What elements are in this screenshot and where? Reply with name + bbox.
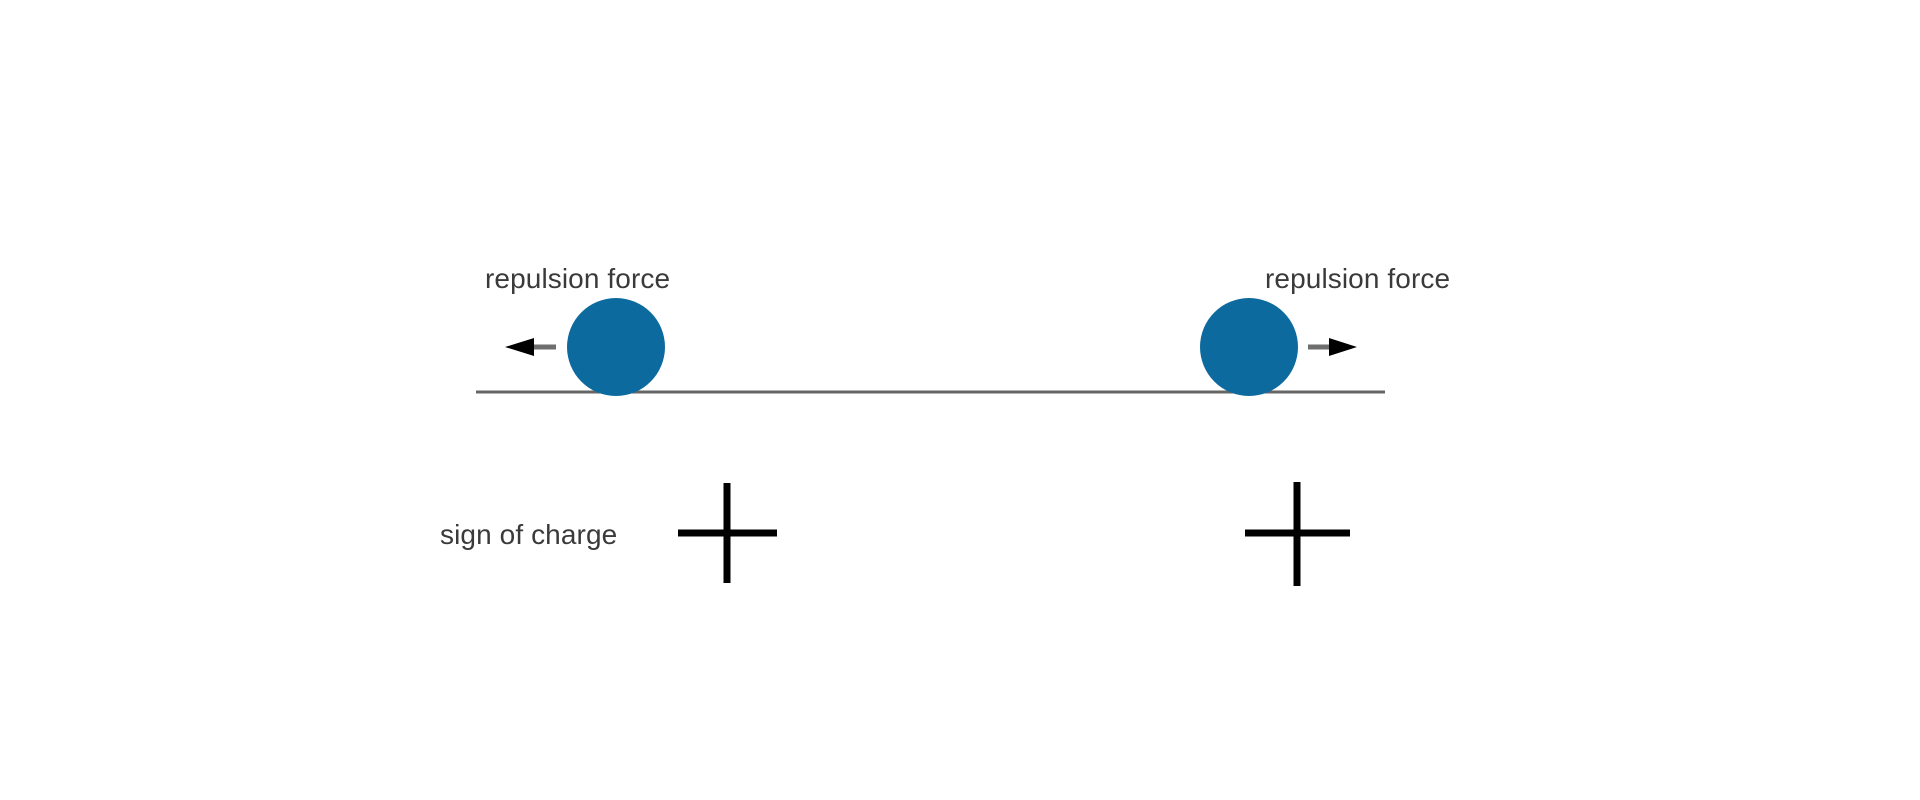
charged-sphere-right xyxy=(1200,298,1298,396)
plus-sign-left xyxy=(678,483,777,583)
charge-group-right xyxy=(1200,298,1357,396)
force-arrow-right-head xyxy=(1329,338,1357,356)
force-arrow-right xyxy=(1308,338,1357,356)
charge-legend-label: sign of charge xyxy=(440,519,617,550)
charge-group-left xyxy=(505,298,665,396)
plus-sign-right xyxy=(1245,482,1350,586)
charged-sphere-left xyxy=(567,298,665,396)
force-label-left: repulsion force xyxy=(485,263,670,294)
force-label-right: repulsion force xyxy=(1265,263,1450,294)
force-arrow-left xyxy=(505,338,556,356)
force-arrow-left-head xyxy=(505,338,534,356)
